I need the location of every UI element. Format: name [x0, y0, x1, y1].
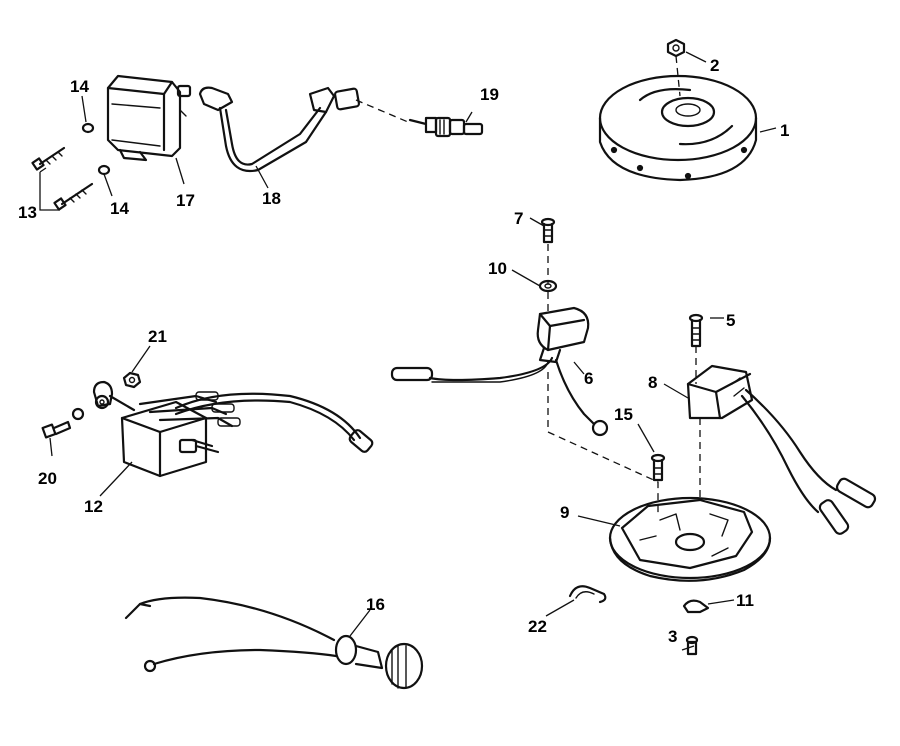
callout-14b: 14: [110, 199, 129, 218]
callout-16: 16: [366, 595, 385, 614]
part-7-screw: [540, 217, 556, 244]
part-20-screw: [41, 394, 110, 439]
callout-9: 9: [560, 503, 569, 522]
part-9-armature-plate: [608, 496, 772, 582]
callout-17: 17: [176, 191, 195, 210]
callout-20: 20: [38, 469, 57, 488]
callout-12: 12: [84, 497, 103, 516]
callout-6: 6: [584, 369, 593, 388]
callout-8: 8: [648, 373, 657, 392]
part-22-clip: [568, 585, 607, 604]
part-2-nut: [666, 38, 686, 58]
callout-labels: 1 2 3 5 6 7 8 9 10 11 12 13 14 14 15 16 …: [18, 56, 789, 646]
callout-7: 7: [514, 209, 523, 228]
callout-3: 3: [668, 627, 677, 646]
callout-18: 18: [262, 189, 281, 208]
callout-19: 19: [480, 85, 499, 104]
callout-13: 13: [18, 203, 37, 222]
part-15-screw: [650, 453, 666, 482]
part-16-harness: [124, 596, 424, 690]
part-21-nut: [122, 371, 142, 389]
callout-14a: 14: [70, 77, 89, 96]
part-11-clip: [682, 599, 710, 614]
callout-10: 10: [488, 259, 507, 278]
callout-1: 1: [780, 121, 789, 140]
part-5-screw: [688, 313, 704, 348]
callout-15: 15: [614, 405, 633, 424]
part-8-timer-coil: [686, 364, 877, 535]
part-1-flywheel: [598, 74, 758, 182]
part-17-ignition-coil: [106, 74, 192, 162]
callout-21: 21: [148, 327, 167, 346]
callout-11: 11: [736, 591, 754, 610]
part-6-charge-coil: [390, 306, 609, 437]
part-14-washers: [81, 122, 111, 176]
leader-lines: [39, 51, 777, 651]
part-12-power-pack: [92, 380, 374, 478]
callout-22: 22: [528, 617, 547, 636]
callout-5: 5: [726, 311, 735, 330]
part-13-screws: [31, 146, 94, 211]
part-19-spark-plug: [408, 116, 484, 138]
alignment-lines: [355, 55, 701, 516]
callout-2: 2: [710, 56, 719, 75]
part-18-spark-plug-lead: [198, 86, 361, 173]
part-3-screw: [685, 635, 699, 656]
